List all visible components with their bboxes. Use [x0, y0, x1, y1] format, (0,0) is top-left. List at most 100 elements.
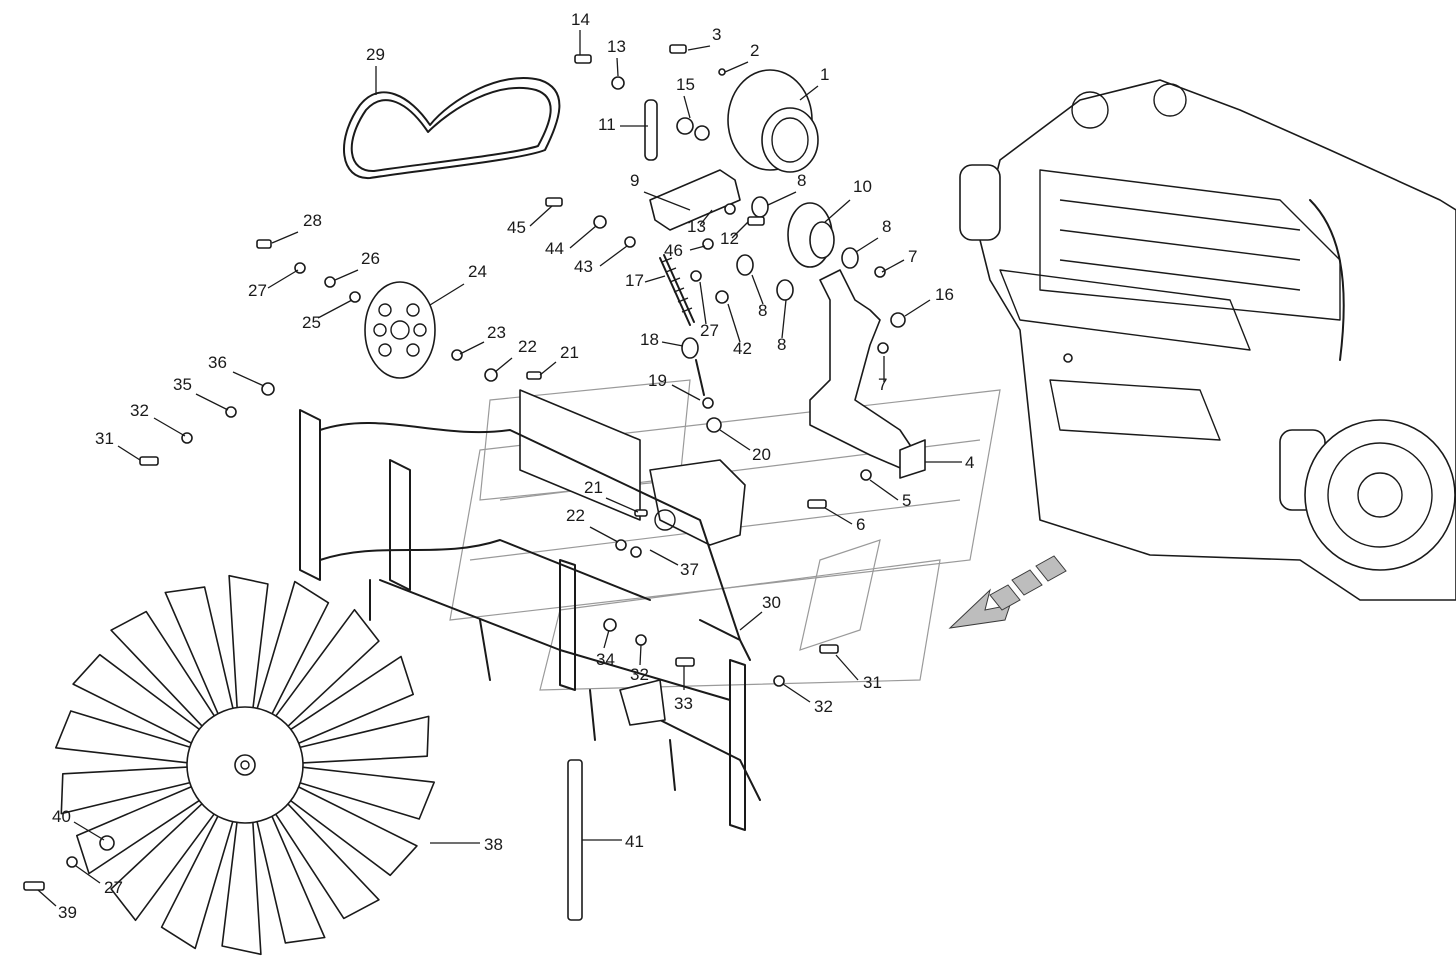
orientation-arrow [948, 555, 1067, 629]
callout-label-21: 21 [560, 343, 579, 362]
cooling-fan [55, 574, 435, 956]
fan-pulley [364, 281, 436, 379]
callout-label-20: 20 [752, 445, 771, 464]
callout-leader-16 [904, 299, 931, 317]
callout-label-22: 22 [566, 506, 585, 525]
idler-pulley [736, 196, 859, 301]
support-strap [567, 759, 583, 921]
callout-label-27: 27 [700, 321, 719, 340]
callout-label-7: 7 [908, 247, 917, 266]
callout-label-8: 8 [758, 301, 767, 320]
callout-label-27: 27 [104, 878, 123, 897]
callout-leader-19 [671, 384, 701, 401]
callout-label-14: 14 [571, 10, 590, 29]
callout-leader-32 [153, 417, 186, 437]
callout-label-24: 24 [468, 262, 487, 281]
callout-leader-27 [75, 865, 101, 884]
callout-leader-21 [605, 497, 639, 513]
callout-label-19: 19 [648, 371, 667, 390]
callout-label-18: 18 [640, 330, 659, 349]
callout-leader-27 [267, 269, 299, 289]
callout-label-41: 41 [625, 832, 644, 851]
callout-leader-5 [869, 479, 899, 501]
callout-label-6: 6 [856, 515, 865, 534]
callout-label-31: 31 [95, 429, 114, 448]
callout-leader-23 [459, 341, 485, 355]
callout-leader-43 [599, 245, 628, 267]
callout-label-21: 21 [584, 478, 603, 497]
callout-label-36: 36 [208, 353, 227, 372]
callout-leader-15 [683, 95, 691, 119]
callout-label-15: 15 [676, 75, 695, 94]
callout-leader-8 [781, 299, 787, 339]
callout-leader-26 [334, 269, 359, 281]
callout-label-16: 16 [935, 285, 954, 304]
callout-leader-8 [751, 274, 764, 305]
callout-label-13: 13 [607, 37, 626, 56]
callout-leader-13 [699, 209, 713, 226]
callout-leader-17 [644, 275, 666, 283]
callout-leader-31 [835, 654, 859, 681]
callout-label-37: 37 [680, 560, 699, 579]
callout-leader-25 [317, 299, 353, 319]
callout-leader-1 [799, 85, 819, 101]
callout-label-5: 5 [902, 491, 911, 510]
callout-leader-40 [73, 821, 105, 841]
callout-label-13: 13 [687, 217, 706, 236]
v-belt [343, 77, 561, 180]
callout-label-1: 1 [820, 65, 829, 84]
callout-label-43: 43 [574, 257, 593, 276]
callout-label-4: 4 [965, 453, 974, 472]
callout-leader-8 [767, 191, 797, 206]
callout-leader-6 [824, 507, 853, 525]
callout-label-2: 2 [750, 41, 759, 60]
callout-leader-2 [724, 61, 749, 73]
callout-label-32: 32 [814, 697, 833, 716]
callout-leader-35 [195, 393, 229, 411]
callout-leader-44 [569, 225, 597, 249]
callout-leader-39 [37, 889, 57, 907]
fan-drive-hub [519, 389, 746, 546]
callout-leader-46 [689, 245, 706, 251]
callout-leader-32 [782, 683, 811, 703]
callout-leader-3 [687, 45, 711, 51]
callout-leader-9 [643, 191, 691, 211]
callout-label-26: 26 [361, 249, 380, 268]
callout-leader-8 [855, 237, 879, 253]
callout-label-45: 45 [507, 218, 526, 237]
hardware [23, 44, 1073, 891]
callout-label-22: 22 [518, 337, 537, 356]
callout-label-32: 32 [630, 665, 649, 684]
callout-label-34: 34 [596, 650, 615, 669]
callout-label-23: 23 [487, 323, 506, 342]
callout-leader-30 [739, 611, 763, 631]
callout-leader-12 [731, 221, 749, 239]
callout-leader-7 [881, 259, 905, 273]
callout-label-30: 30 [762, 593, 781, 612]
callout-leader-27 [699, 281, 707, 325]
callout-label-3: 3 [712, 25, 721, 44]
callout-label-46: 46 [664, 241, 683, 260]
tension-pulley [727, 69, 819, 173]
callout-label-39: 39 [58, 903, 77, 922]
callout-leader-37 [649, 549, 679, 566]
callout-leader-21 [539, 361, 557, 376]
mounting-bracket [809, 269, 926, 479]
callout-leader-24 [429, 283, 465, 306]
callout-label-42: 42 [733, 339, 752, 358]
callout-label-33: 33 [674, 694, 693, 713]
callout-label-38: 38 [484, 835, 503, 854]
callout-label-11: 11 [598, 115, 616, 134]
callout-leader-18 [661, 341, 684, 347]
callout-leader-20 [719, 429, 751, 451]
callout-label-9: 9 [630, 171, 639, 190]
callout-label-27: 27 [248, 281, 267, 300]
callout-leader-42 [727, 303, 741, 343]
callout-label-40: 40 [52, 807, 71, 826]
callout-leader-22 [589, 526, 619, 543]
tension-spring [659, 254, 705, 396]
callout-label-32: 32 [130, 401, 149, 420]
callout-label-35: 35 [173, 375, 192, 394]
